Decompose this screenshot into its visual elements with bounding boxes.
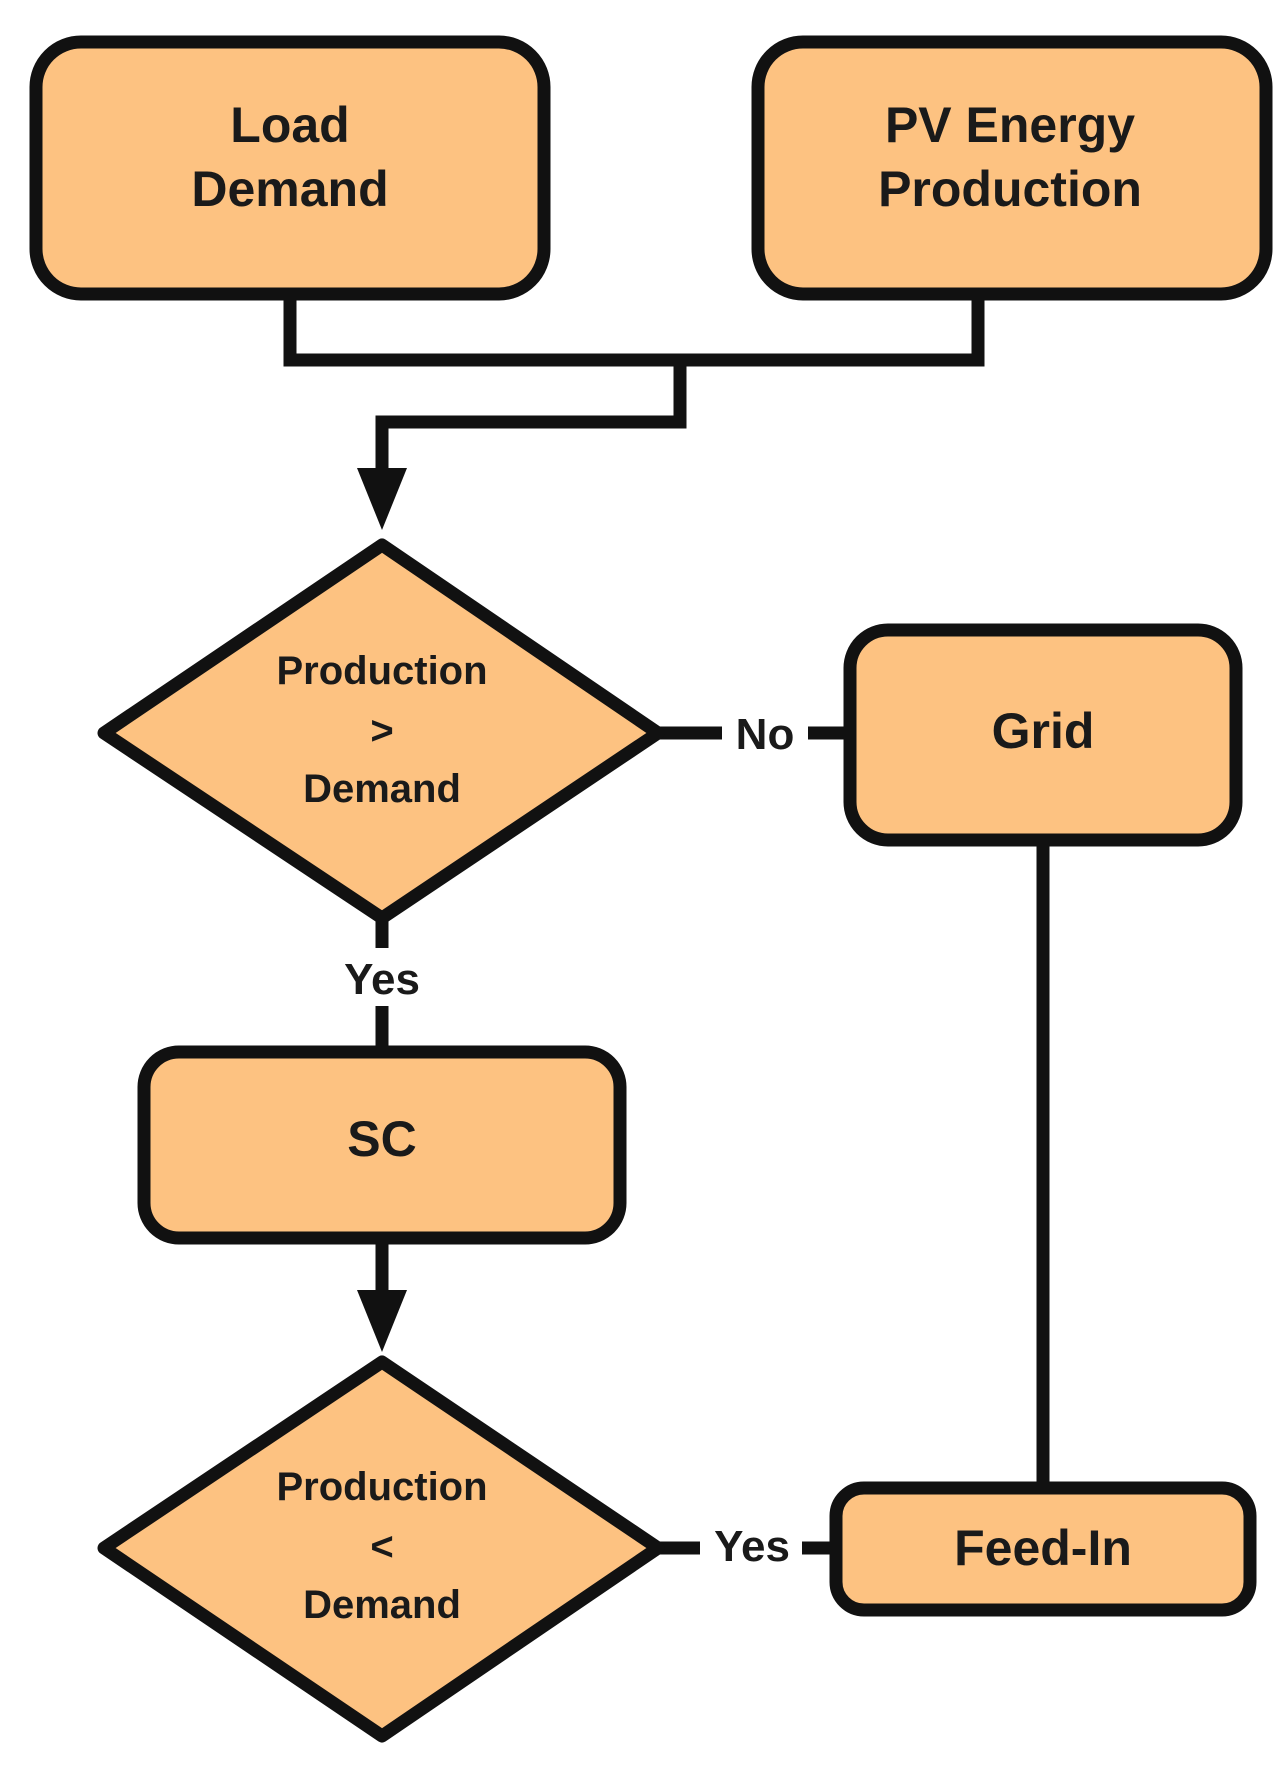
svg-text:SC: SC <box>347 1111 416 1167</box>
node-feed-in: Feed-In <box>829 1481 1257 1617</box>
node-decision-production-greater-demand: Production > Demand <box>97 538 665 925</box>
node-decision-production-less-demand: Production < Demand <box>97 1355 665 1743</box>
arrowhead-decision-1 <box>357 468 407 530</box>
connector-load-to-merge <box>283 295 680 367</box>
decision-1-line-1: Production <box>276 649 487 693</box>
node-grid: Grid <box>843 623 1243 847</box>
pv-production-line-1: PV Energy <box>885 97 1135 153</box>
node-sc: SC <box>137 1045 627 1245</box>
svg-text:Load: Load <box>230 97 349 153</box>
decision-1-line-2: > <box>370 709 393 753</box>
decision-2-line-2: < <box>370 1525 393 1569</box>
edge-label-no-text: No <box>736 710 795 759</box>
pv-production-line-2: Production <box>878 161 1142 217</box>
node-load-demand: Load Demand <box>29 35 551 301</box>
grid-label: Grid <box>992 703 1095 759</box>
svg-text:Production: Production <box>878 161 1142 217</box>
svg-text:Grid: Grid <box>992 703 1095 759</box>
svg-text:<: < <box>370 1525 393 1569</box>
connector-pv-to-merge <box>680 295 985 367</box>
sc-label: SC <box>347 1111 416 1167</box>
edge-label-yes-right: Yes <box>700 1518 802 1572</box>
arrowhead-decision-2 <box>357 1290 407 1352</box>
svg-text:Demand: Demand <box>303 1583 461 1627</box>
load-demand-line-1: Load <box>230 97 349 153</box>
connector-merge-to-decision-1 <box>375 360 687 470</box>
edge-label-yes-down-text: Yes <box>344 955 420 1004</box>
load-demand-line-2: Demand <box>191 161 388 217</box>
svg-text:Demand: Demand <box>303 767 461 811</box>
svg-text:>: > <box>370 709 393 753</box>
edge-label-no: No <box>722 705 808 759</box>
decision-2-line-3: Demand <box>303 1583 461 1627</box>
edge-label-yes-right-text: Yes <box>714 1522 790 1571</box>
feed-in-label: Feed-In <box>954 1520 1132 1576</box>
svg-text:PV Energy: PV Energy <box>885 97 1135 153</box>
svg-text:Feed-In: Feed-In <box>954 1520 1132 1576</box>
decision-2-line-1: Production <box>276 1465 487 1509</box>
svg-text:Production: Production <box>276 1465 487 1509</box>
svg-text:Production: Production <box>276 649 487 693</box>
decision-1-line-3: Demand <box>303 767 461 811</box>
node-pv-energy-production: PV Energy Production <box>751 35 1273 301</box>
edge-label-yes-down: Yes <box>325 948 439 1006</box>
svg-text:Demand: Demand <box>191 161 388 217</box>
